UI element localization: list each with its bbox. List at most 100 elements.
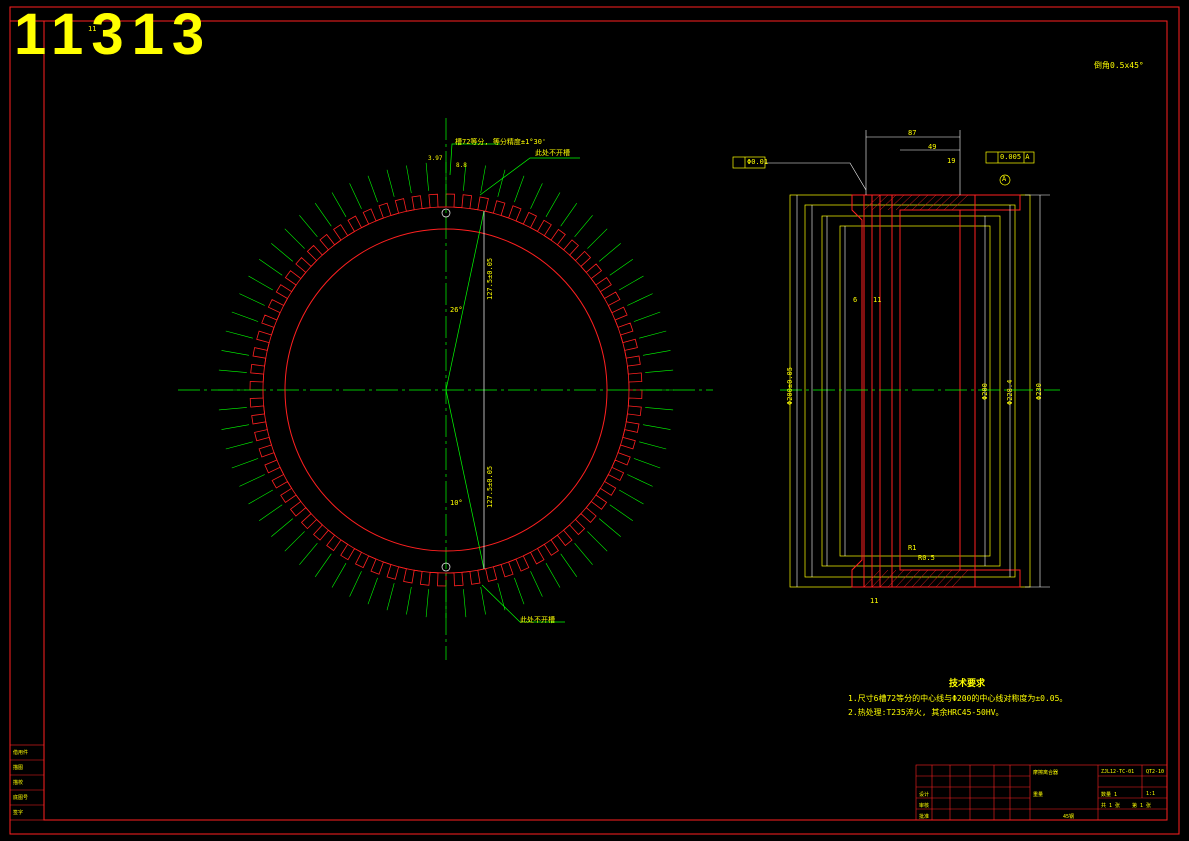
tech-requirement-2: 2.热处理:T235淬火, 其余HRC45-50HV。 [848, 708, 1004, 717]
tooth-radial-line [463, 589, 467, 618]
tooth-radial-line [642, 424, 671, 430]
construction-line [445, 389, 485, 570]
tooth-radial-line [609, 504, 633, 522]
tooth-radial-line [367, 577, 378, 605]
tooth-radial-line [221, 350, 250, 356]
tooth-radial-line [619, 489, 644, 505]
hole-marker [441, 208, 451, 218]
tooth-radial-line [314, 203, 332, 227]
tooth-radial-line [619, 275, 644, 291]
dim-bore-diameter: Φ200±0.05 [786, 367, 794, 405]
side-cell-5: 签字 [13, 810, 24, 816]
side-cell-3: 描校 [13, 780, 24, 786]
tooth-radial-line [633, 458, 661, 469]
tech-requirements-title: 技术要求 [949, 679, 986, 689]
tooth-radial-line [284, 531, 305, 552]
tooth-radial-line [587, 228, 608, 249]
tooth-depth-label: 8.8 [456, 162, 467, 169]
tooth-radial-line [425, 162, 429, 191]
tooth-radial-line [271, 518, 293, 537]
tooth-radial-line [560, 553, 578, 577]
tooth-radial-line [284, 228, 305, 249]
tb-sheets-total: 共 1 张 [1101, 803, 1121, 809]
tooth-radial-line [545, 563, 561, 588]
construction-line [445, 210, 485, 391]
tooth-radial-line [349, 571, 362, 597]
tooth-radial-line [248, 489, 273, 505]
dim-outer-diameter: Φ230 [1035, 383, 1043, 400]
tooth-radial-line [225, 330, 253, 339]
tb-drawing-no: ZJL12-TC-01 [1101, 769, 1135, 775]
tolerance-frame [985, 151, 1035, 164]
tooth-radial-line [239, 293, 265, 306]
tooth-radial-line [239, 474, 265, 487]
tooth-radial-line [599, 243, 621, 262]
tooth-width-label: 3.97 [428, 155, 443, 162]
dim-inner-diameter: Φ200 [981, 383, 989, 400]
leader-line [481, 584, 565, 623]
tooth-radial-line [331, 192, 347, 217]
tooth-radial-line [406, 165, 412, 194]
drawing-id: 11313 [14, 2, 213, 67]
tb-weight: 重量 [1033, 792, 1044, 798]
angle-label-bottom: 10° [450, 499, 463, 507]
datum-label: A [1002, 175, 1007, 183]
leader-line [479, 157, 580, 196]
tooth-radial-line [271, 243, 293, 262]
tooth-radial-line [259, 258, 283, 276]
tooth-radial-line [627, 474, 653, 487]
tooth-radial-line [633, 311, 661, 322]
tb-qty: 数量 1 [1101, 792, 1118, 798]
section-hatch [863, 194, 969, 588]
tooth-radial-line [587, 531, 608, 552]
tooth-radial-line [248, 275, 273, 291]
tb-scale: 1:1 [1146, 791, 1156, 797]
tooth-radial-line [349, 183, 362, 209]
tb-code: QT2-10 [1146, 769, 1165, 775]
tooth-radial-line [574, 215, 593, 237]
outer-border [9, 6, 1180, 835]
tooth-radial-line [545, 192, 561, 217]
gear-front-view [218, 162, 674, 618]
tb-designer: 设计 [919, 792, 930, 798]
tolerance-parallel: 0.005 A [1000, 153, 1030, 161]
tolerance-flatness: Φ0.01 [747, 158, 769, 166]
tooth-radial-line [627, 293, 653, 306]
leader-line [449, 143, 500, 176]
tooth-radial-line [645, 369, 674, 373]
tooth-radial-line [386, 583, 395, 611]
tb-approver: 批准 [919, 814, 930, 820]
tooth-radial-line [231, 311, 259, 322]
tooth-radial-line [259, 504, 283, 522]
tooth-radial-line [609, 258, 633, 276]
tooth-radial-line [480, 165, 486, 194]
tb-sheet: 第 1 张 [1132, 803, 1152, 809]
datum-marker [999, 174, 1011, 186]
dim-left-6: 6 [853, 296, 858, 304]
dim-bottom-11: 11 [870, 597, 879, 605]
tooth-radial-line [314, 553, 332, 577]
tooth-radial-line [599, 518, 621, 537]
tooth-radial-line [642, 350, 671, 356]
tech-requirement-1: 1.尺寸6槽72等分的中心线与Φ200的中心线对称度为±0.05。 [848, 694, 1068, 703]
section-dimensions [796, 130, 1050, 588]
tooth-radial-line [639, 330, 667, 339]
tooth-radial-line [218, 369, 247, 373]
chamfer-note: 倒角0.5x45° [1094, 61, 1144, 70]
angle-label-top: 26° [450, 306, 463, 314]
tolerance-frame [732, 156, 766, 169]
tooth-radial-line [574, 543, 593, 565]
radius-r1: R1 [908, 544, 917, 552]
tooth-radial-line [218, 407, 247, 411]
tooth-radial-line [514, 577, 525, 605]
side-cell-2: 描图 [13, 765, 24, 771]
bore-circle [284, 228, 608, 552]
no-groove-label-bottom: 此处不开槽 [520, 616, 555, 624]
title-block [915, 764, 1168, 821]
tooth-radial-line [231, 458, 259, 469]
side-strip [9, 744, 45, 821]
tooth-radial-line [497, 583, 506, 611]
section-view [780, 194, 1060, 588]
top-left-mark: 11 [88, 25, 97, 33]
